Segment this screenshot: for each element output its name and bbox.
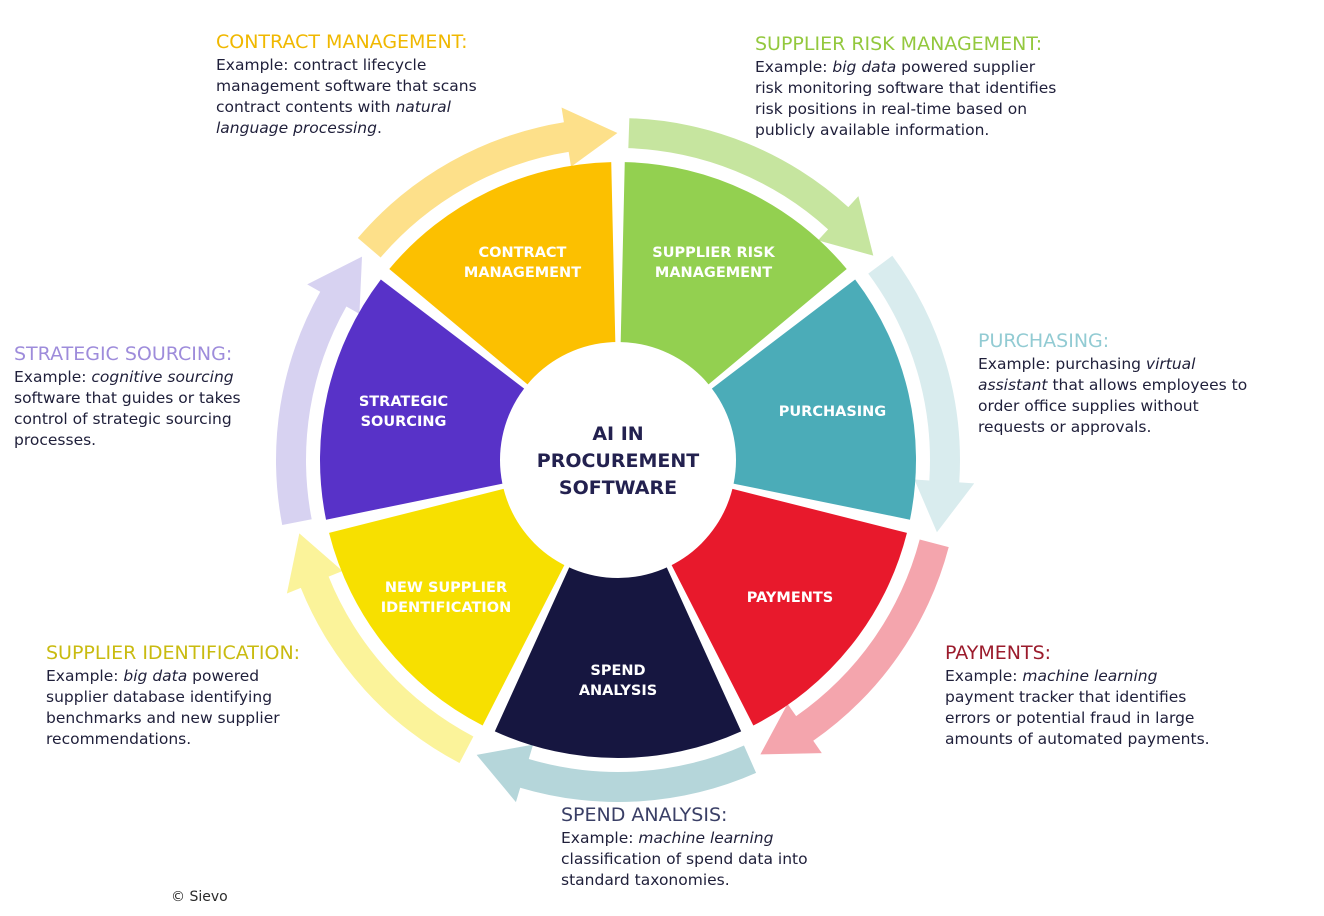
cycle-arrow-spend [476, 744, 757, 803]
callout-line: classification of spend data into [561, 850, 808, 868]
callout-line: contract contents with natural [216, 98, 451, 116]
callout-line: supplier database identifying [46, 688, 273, 706]
callout-line: Example: machine learning [945, 667, 1158, 685]
callout-body: Example: cognitive sourcing software that… [14, 367, 241, 451]
callout-line: management software that scans [216, 77, 477, 95]
callout-heading: PAYMENTS: [945, 642, 1052, 664]
cycle-arrows [275, 107, 975, 803]
callout-supplier-identification: SUPPLIER IDENTIFICATION: Example: big da… [46, 642, 300, 750]
cycle-arrow-contract [357, 107, 618, 258]
callout-line: publicly available information. [755, 121, 990, 139]
callout-line: requests or approvals. [978, 418, 1152, 436]
callout-line: Example: purchasing virtual [978, 355, 1196, 373]
segment-strategic [319, 279, 528, 520]
copyright-notice: © Sievo [171, 889, 228, 905]
segment-supplier-risk [620, 162, 847, 387]
cycle-arrow-payments [760, 539, 949, 755]
callout-line: errors or potential fraud in large [945, 709, 1195, 727]
callout-line: assistant that allows employees to [978, 376, 1248, 394]
callout-line: amounts of automated payments. [945, 730, 1210, 748]
segment-payments [669, 487, 907, 726]
cycle-arrow-purchasing [868, 255, 975, 533]
callout-line: language processing. [216, 119, 382, 137]
callout-line: software that guides or takes [14, 389, 241, 407]
callout-heading: SUPPLIER RISK MANAGEMENT: [755, 33, 1043, 55]
callout-line: Example: cognitive sourcing [14, 368, 234, 386]
callout-purchasing: PURCHASING: Example: purchasing virtual a… [978, 330, 1247, 438]
callout-line: standard taxonomies. [561, 871, 730, 889]
callout-line: Example: big data powered [46, 667, 260, 685]
callout-line: Example: big data powered supplier [755, 58, 1036, 76]
callout-heading: SPEND ANALYSIS: [561, 804, 728, 826]
callout-contract-management: CONTRACT MANAGEMENT: Example: contract l… [216, 31, 477, 139]
callout-line: risk monitoring software that identifies [755, 79, 1057, 97]
callout-strategic-sourcing: STRATEGIC SOURCING: Example: cognitive s… [14, 343, 241, 451]
callout-heading: SUPPLIER IDENTIFICATION: [46, 642, 301, 664]
callout-heading: PURCHASING: [978, 330, 1110, 352]
segment-label: PAYMENTS [747, 590, 833, 606]
callout-line: order office supplies without [978, 397, 1199, 415]
callout-body: Example: big data powered supplier risk m… [755, 57, 1056, 141]
segment-contract [389, 162, 616, 387]
callout-line: control of strategic sourcing [14, 410, 232, 428]
callout-line: payment tracker that identifies [945, 688, 1187, 706]
callout-line: Example: machine learning [561, 829, 774, 847]
callout-line: processes. [14, 431, 97, 449]
segment-spend [494, 563, 742, 758]
callout-line: risk positions in real-time based on [755, 100, 1028, 118]
callout-body: Example: machine learning payment tracker… [945, 666, 1210, 750]
callout-body: Example: contract lifecycle management so… [216, 55, 477, 139]
cycle-arrow-supplier-risk [628, 118, 874, 256]
callout-body: Example: big data powered supplier databa… [46, 666, 300, 750]
callout-line: Example: contract lifecycle [216, 56, 427, 74]
callout-line: benchmarks and new supplier [46, 709, 280, 727]
callout-body: Example: machine learning classification … [561, 828, 808, 891]
segment-label: PURCHASING [779, 404, 886, 420]
segment-new-supplier [329, 487, 567, 726]
cycle-arrow-strategic [275, 256, 362, 526]
callout-spend-analysis: SPEND ANALYSIS: Example: machine learnin… [561, 804, 808, 891]
center-hub [500, 342, 736, 578]
callout-payments: PAYMENTS: Example: machine learning payme… [945, 642, 1210, 750]
cycle-arrow-new-supplier [286, 533, 474, 764]
segment-purchasing [708, 279, 917, 520]
callout-heading: CONTRACT MANAGEMENT: [216, 31, 468, 53]
callout-heading: STRATEGIC SOURCING: [14, 343, 233, 365]
callout-line: recommendations. [46, 730, 192, 748]
callout-body: Example: purchasing virtual assistant tha… [978, 354, 1247, 438]
callout-supplier-risk-management: SUPPLIER RISK MANAGEMENT: Example: big d… [755, 33, 1056, 141]
